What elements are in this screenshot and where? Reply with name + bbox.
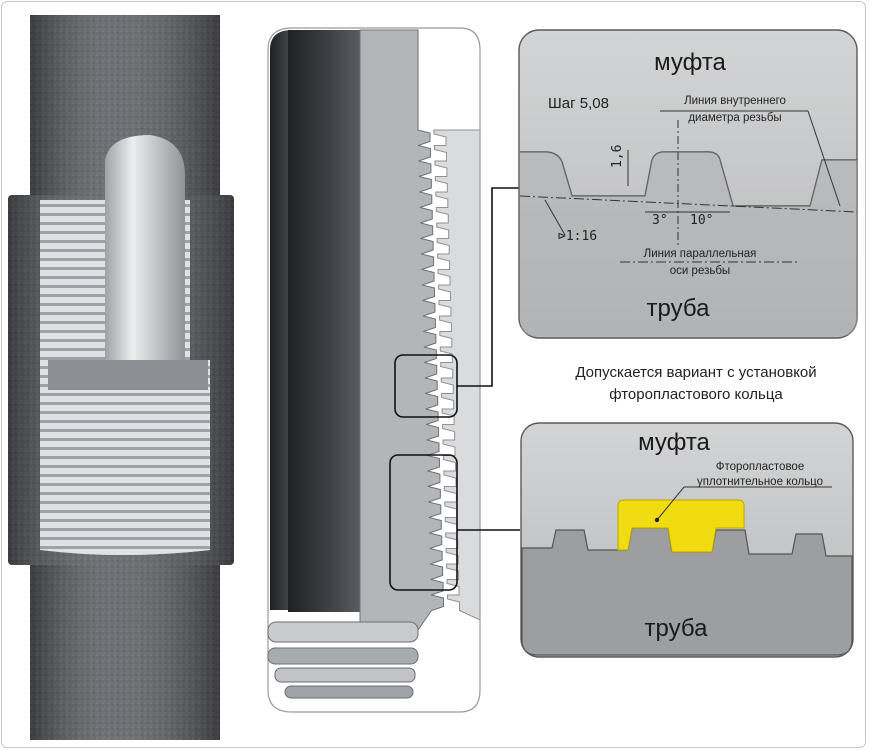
section-view: [267, 27, 520, 713]
pipe-end-rings: [267, 621, 419, 699]
cutaway-pipe-end: [105, 135, 185, 365]
leader-inner-line-diag: [807, 110, 841, 207]
coupling-label-top: муфта: [654, 49, 726, 76]
ring-label-2: уплотнительное кольцо: [697, 476, 823, 488]
leader-line-top: [457, 187, 520, 387]
coupling-label-bottom: муфта: [638, 429, 710, 456]
taper-leader: [544, 199, 566, 236]
bore-dark-band: [288, 30, 363, 612]
inner-line-label-1: Линия внутреннего: [684, 95, 786, 107]
fluoroplastic-ring: [617, 499, 745, 553]
inner-diameter-line: [519, 195, 858, 213]
detail-top-panel: [518, 29, 858, 339]
note-line-2: фторопластового кольца: [609, 386, 783, 403]
ring-leader-diagonal: [656, 486, 685, 521]
callout-box-bottom: [389, 454, 458, 591]
ring-leader-dot: [654, 517, 660, 523]
cutaway-lower-threads: [45, 390, 210, 555]
inner-line-label-2: диаметра резьбы: [688, 112, 781, 124]
detail-top-thread: [520, 151, 857, 207]
detail-top-pipe-fill: [520, 152, 857, 336]
taper-label: ⊳1:16: [558, 229, 597, 244]
thread-detail-top: муфта труба Шаг 5,08 Линия внутреннего д…: [518, 29, 858, 339]
ring-label-1: Фторопластовое: [716, 461, 804, 473]
angle-left-label: 3°: [652, 213, 668, 228]
coupling-assembly: [8, 15, 234, 740]
pipe-label-top: труба: [647, 295, 711, 322]
pitch-label: Шаг 5,08: [548, 95, 609, 112]
angle-right-label: 10°: [690, 213, 713, 228]
pipe-label-bottom: труба: [645, 615, 709, 642]
thread-detail-bottom: муфта труба Фторопластовое уплотнительно…: [520, 422, 854, 658]
parallel-line-label-1: Линия параллельная: [644, 248, 757, 260]
height-label: 1,6: [610, 145, 625, 168]
pipe-thread-profile: [359, 29, 445, 631]
note-line-1: Допускается вариант с установкой: [575, 364, 816, 381]
cutaway-gap: [48, 360, 208, 390]
parallel-line-label-2: оси резьбы: [670, 265, 730, 277]
